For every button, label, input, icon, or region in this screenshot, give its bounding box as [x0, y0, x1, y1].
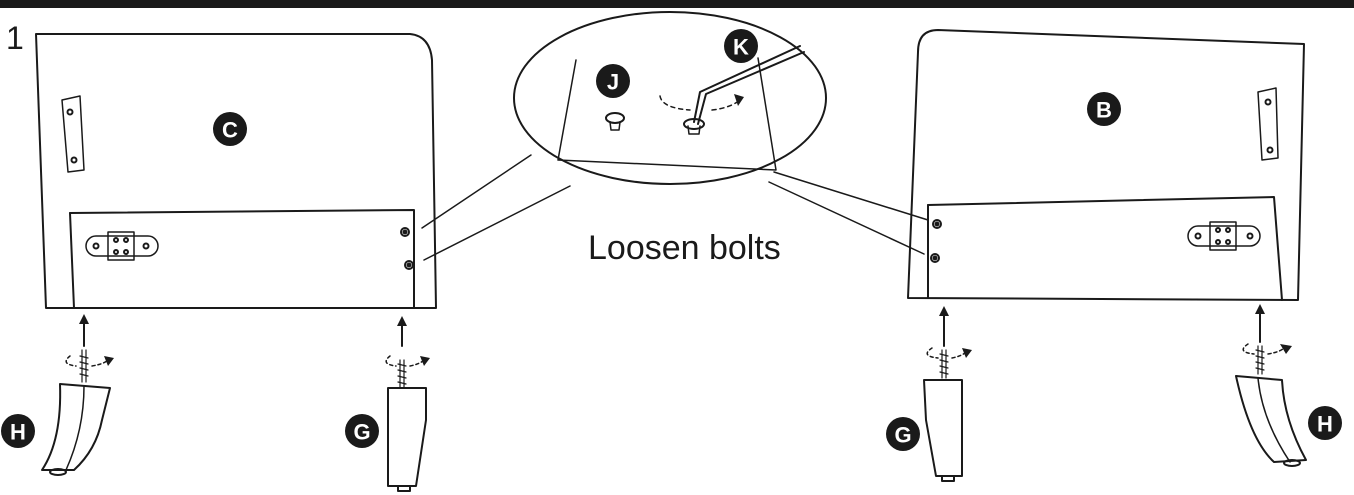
label-c: C: [213, 112, 247, 146]
washer-icon: [605, 112, 625, 131]
leg-h-right: [1235, 304, 1307, 467]
bolt-left-lower: [404, 260, 414, 270]
detail-callout: [513, 11, 827, 185]
svg-text:H: H: [10, 420, 26, 445]
step-number: 1: [6, 20, 24, 56]
svg-text:J: J: [607, 70, 619, 95]
caption-loosen-bolts: Loosen bolts: [588, 229, 781, 267]
bolt-right-upper: [932, 219, 942, 229]
back-panel-right: [907, 29, 1305, 301]
leg-g-right: [923, 306, 972, 482]
label-g-right: G: [886, 417, 920, 451]
bracket-left: [61, 95, 85, 173]
label-h-left: H: [1, 414, 35, 448]
hinge-plate-right: [1187, 221, 1261, 251]
svg-text:K: K: [733, 35, 749, 60]
label-h-right: H: [1308, 406, 1342, 440]
bolt-detail-icon: [659, 45, 805, 135]
label-b: B: [1087, 92, 1121, 126]
svg-text:G: G: [353, 420, 370, 445]
label-g-left: G: [345, 414, 379, 448]
bolt-left-upper: [400, 227, 410, 237]
svg-text:B: B: [1096, 98, 1112, 123]
callout-lines: [421, 154, 929, 261]
svg-text:G: G: [894, 423, 911, 448]
top-rule: [0, 0, 1354, 8]
hinge-plate-left: [85, 231, 159, 261]
label-k: K: [724, 29, 758, 63]
svg-text:H: H: [1317, 412, 1333, 437]
leg-h-left: [41, 314, 114, 476]
leg-g-left: [385, 316, 430, 492]
bracket-right: [1257, 87, 1279, 161]
svg-text:C: C: [222, 118, 238, 143]
label-j: J: [596, 64, 630, 98]
bolt-right-lower: [930, 253, 940, 263]
back-panel-left: [35, 33, 437, 309]
